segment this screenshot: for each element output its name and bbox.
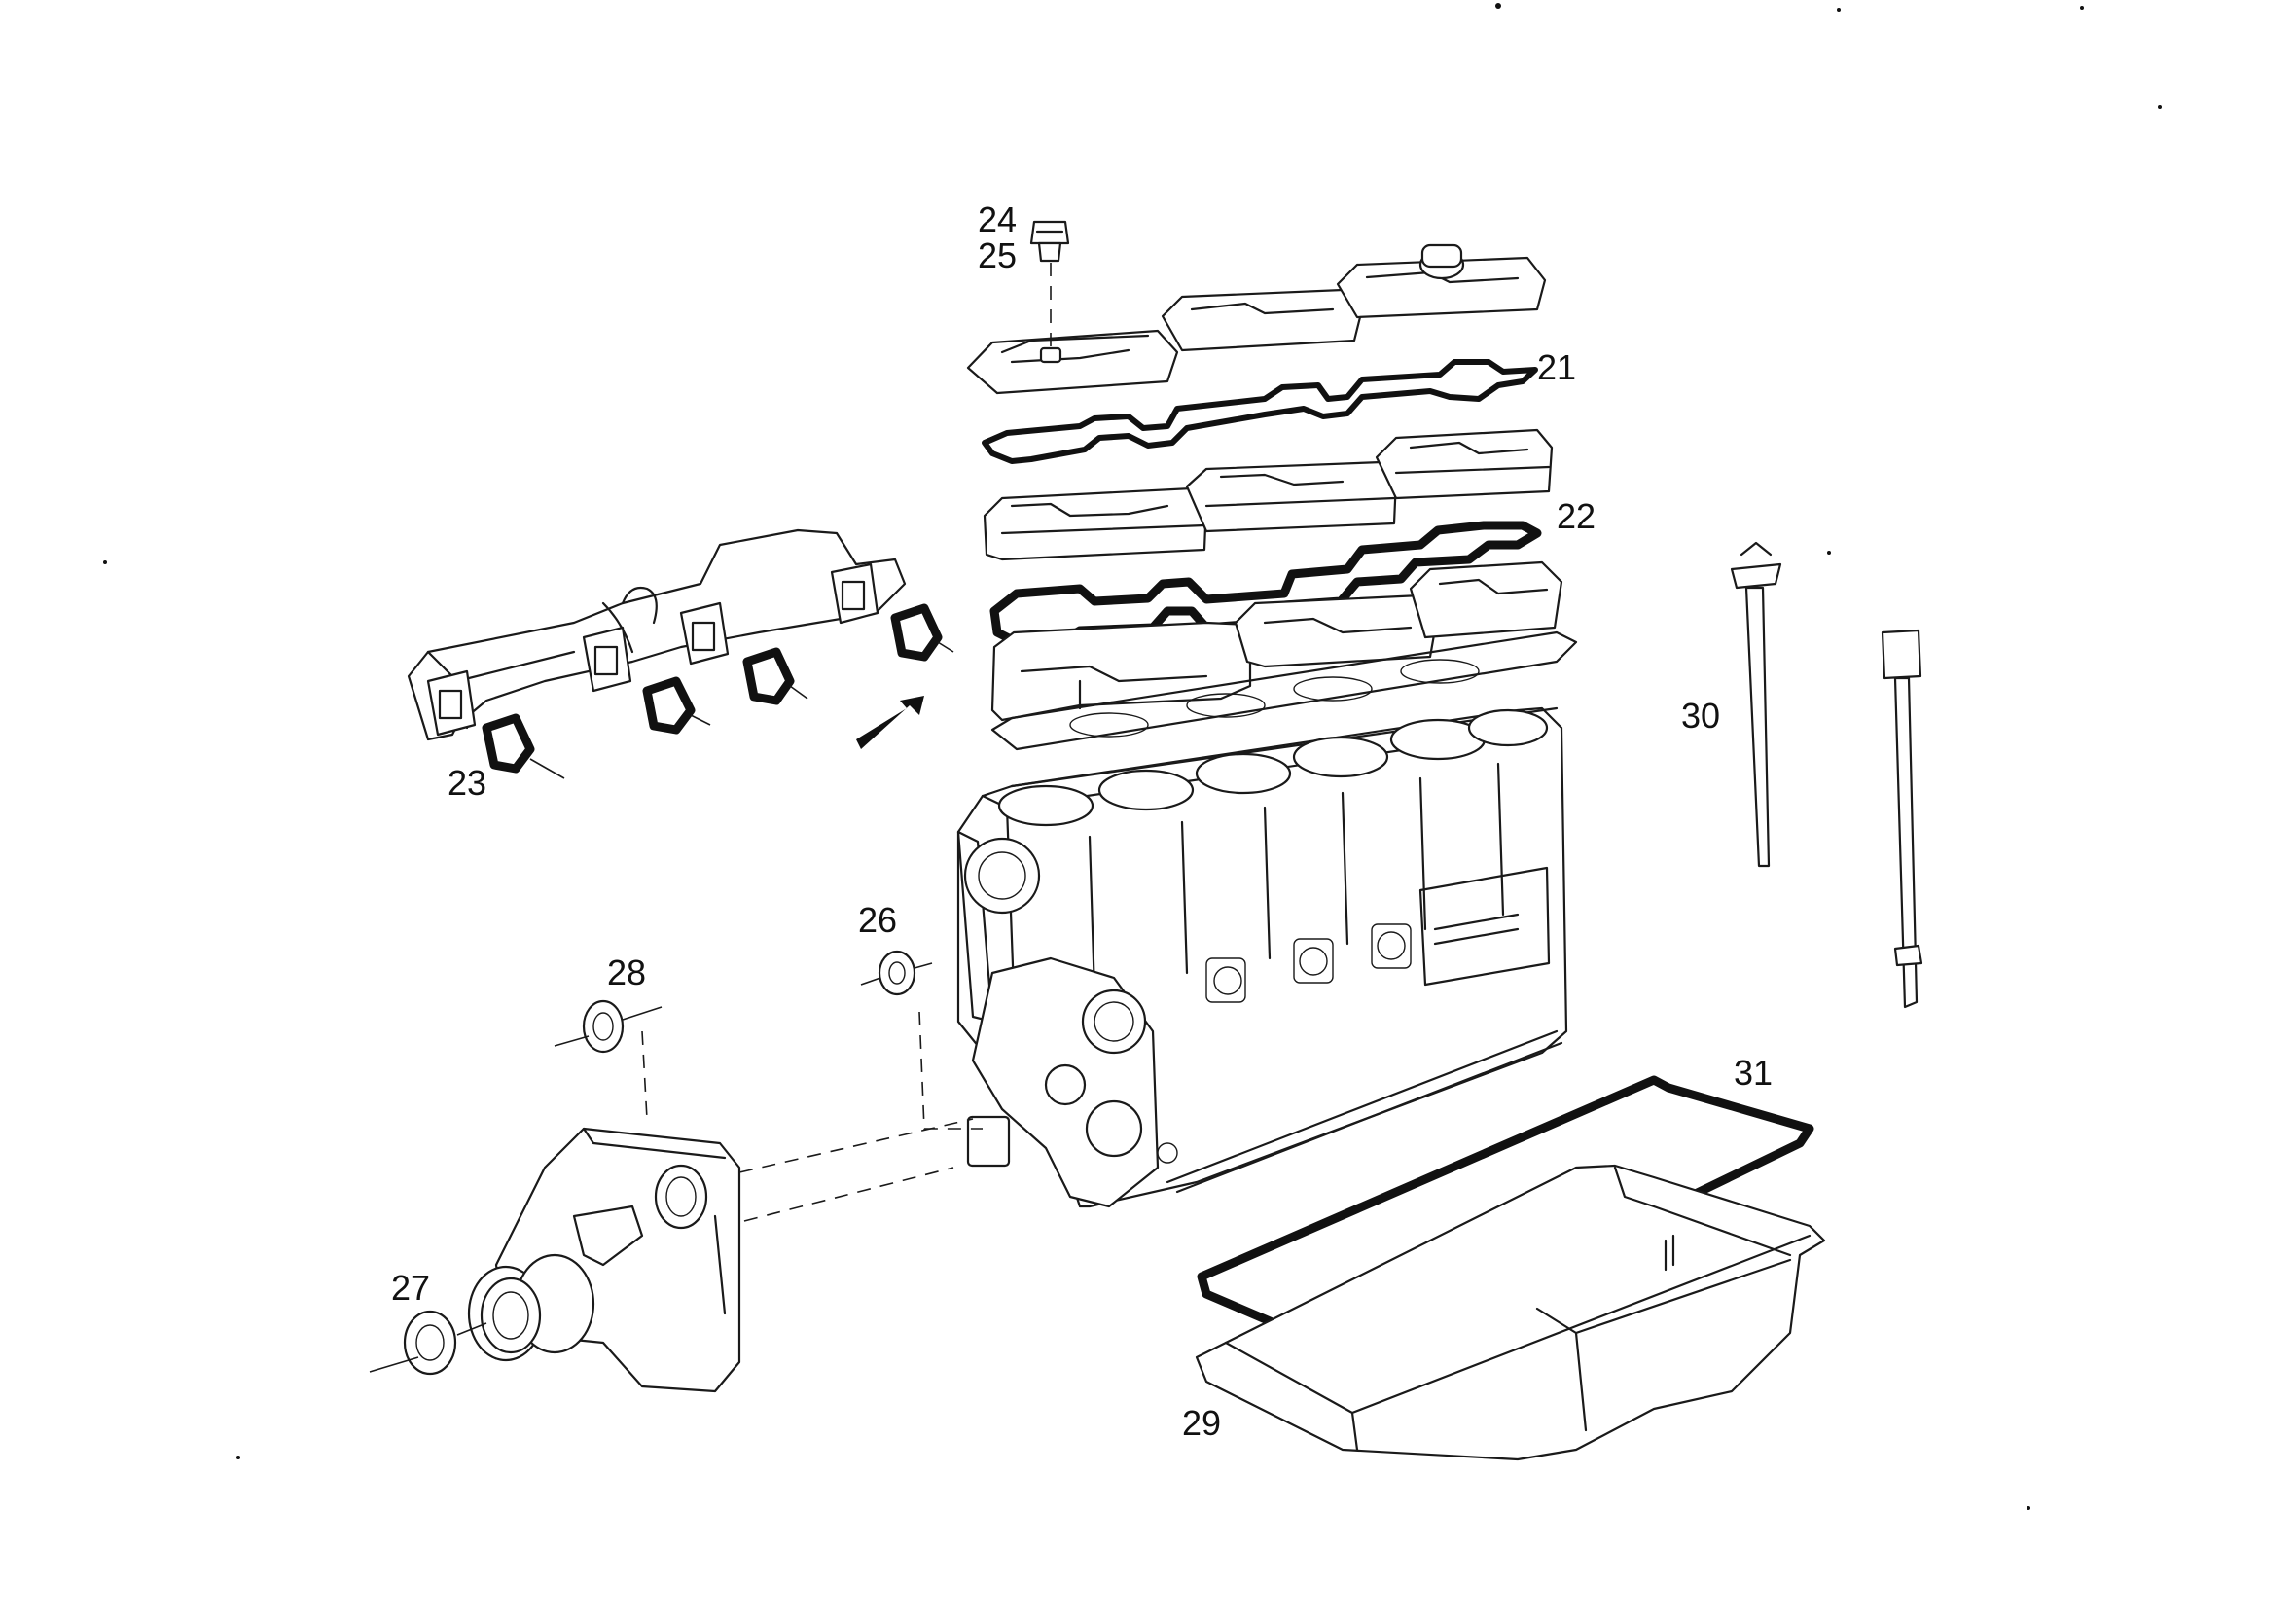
dipstick-tube <box>1881 629 1923 1009</box>
engine-block <box>956 706 1568 1208</box>
cylinder-heads-lower <box>990 560 1563 722</box>
dipstick-30 <box>1730 541 1782 868</box>
callout-22: 22 <box>1557 496 1596 536</box>
rocker-cover-gasket <box>982 359 1538 464</box>
callout-25: 25 <box>978 235 1017 275</box>
callout-26: 26 <box>858 900 897 940</box>
oil-pan-gasket-31 <box>1197 1075 1814 1362</box>
callout-labels: 21 22 23 24 25 26 27 28 29 30 31 <box>391 199 1773 1443</box>
head-gasket-thin <box>990 630 1578 751</box>
direction-arrow <box>856 696 924 749</box>
timing-cover <box>467 1127 741 1393</box>
callout-31: 31 <box>1734 1053 1773 1093</box>
cylinder-heads-upper <box>983 428 1554 561</box>
callout-29: 29 <box>1182 1403 1221 1443</box>
scan-specks <box>103 3 2162 1510</box>
camshaft-seal-28 <box>554 999 663 1120</box>
exhaust-gaskets <box>482 603 954 779</box>
callout-23: 23 <box>448 763 486 803</box>
alignment-line <box>738 1118 974 1173</box>
head-gasket-bores <box>1069 659 1480 738</box>
crankshaft-seal-27 <box>369 1310 487 1376</box>
exhaust-manifold <box>407 528 907 741</box>
callout-28: 28 <box>607 953 646 992</box>
callout-27: 27 <box>391 1268 430 1308</box>
callout-21: 21 <box>1537 347 1576 387</box>
oil-pan <box>1195 1164 1826 1461</box>
callout-30: 30 <box>1681 696 1720 736</box>
rocker-covers <box>966 243 1547 395</box>
head-gasket-22 <box>989 521 1542 647</box>
seal-26 <box>860 950 983 1130</box>
oil-filler-cap <box>1029 220 1070 364</box>
callout-24: 24 <box>978 199 1017 239</box>
